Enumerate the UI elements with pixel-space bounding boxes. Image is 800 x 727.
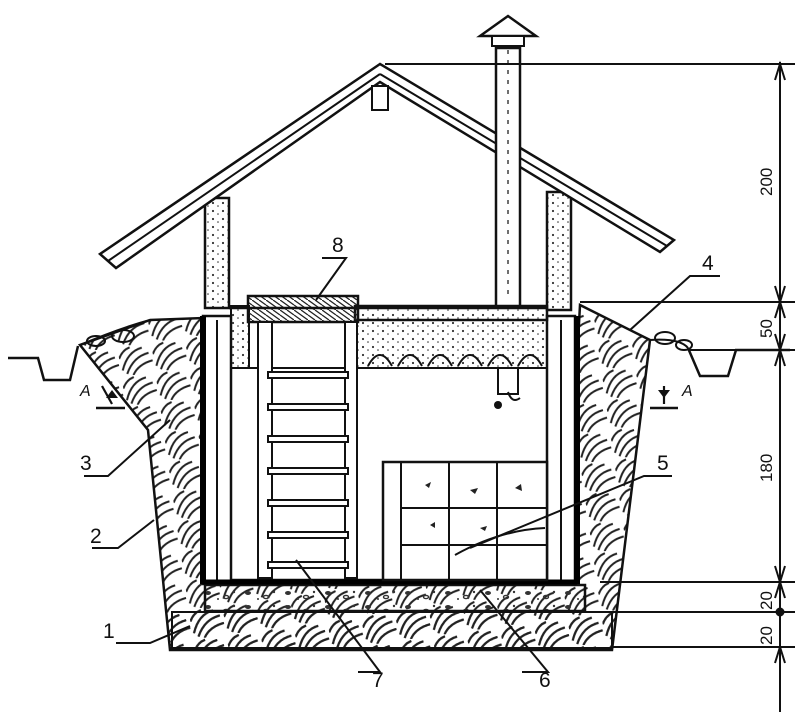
- callout-leaders: [84, 257, 720, 673]
- callout-1: 1: [103, 620, 115, 643]
- callout-6: 6: [539, 669, 551, 692]
- right-house-wall: [545, 190, 573, 312]
- dimension-chain: [385, 60, 795, 712]
- callout-2: 2: [90, 525, 102, 548]
- gable-roof: [97, 62, 677, 270]
- insulation-rolls: [367, 354, 543, 367]
- callout-4: 4: [702, 252, 714, 275]
- callout-8: 8: [332, 234, 344, 257]
- ladder: [257, 321, 358, 579]
- section-mark-right: A: [650, 383, 693, 410]
- insulation-layer: [354, 319, 548, 369]
- gravel-base: [171, 611, 613, 649]
- dim-gravel-base: 20: [757, 626, 776, 645]
- section-mark-left: A: [79, 383, 125, 410]
- storage-bins: [381, 460, 549, 582]
- section-label-left: A: [79, 383, 91, 400]
- dim-roof-height: 200: [757, 168, 776, 196]
- dim-floor-slab: 50: [757, 319, 776, 338]
- dim-concrete-floor: 20: [757, 591, 776, 610]
- callout-5: 5: [657, 452, 669, 475]
- callout-7: 7: [372, 669, 384, 692]
- concrete-floor-slab: [203, 583, 587, 613]
- dim-cellar-depth: 180: [757, 454, 776, 482]
- ventilation-pipe: [476, 14, 540, 409]
- section-label-right: A: [681, 383, 693, 400]
- callout-3: 3: [80, 452, 92, 475]
- left-house-wall: [203, 196, 231, 310]
